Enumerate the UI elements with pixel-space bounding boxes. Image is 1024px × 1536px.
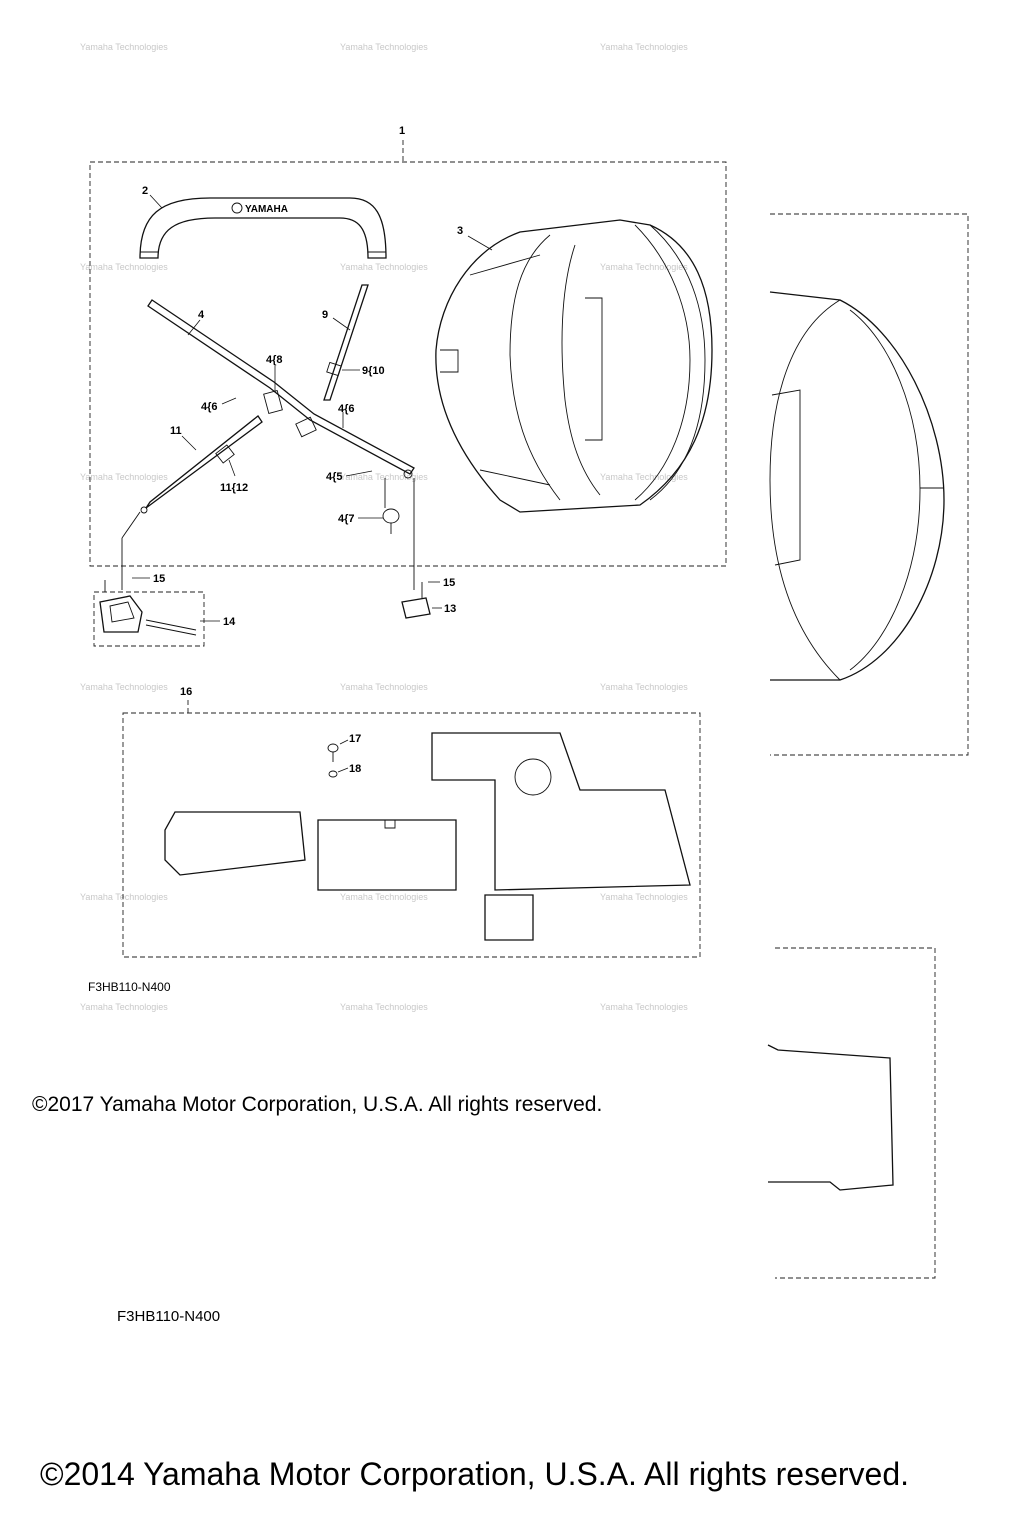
part-17-fastener (327, 743, 339, 762)
leader-line (339, 739, 349, 745)
diagram-code-large: F3HB110-N400 (117, 1308, 221, 1325)
copyright-2017: ©2017 Yamaha Motor Corporation, U.S.A. A… (32, 1093, 603, 1116)
leader-line (332, 317, 351, 331)
callout-17: 17 (349, 733, 361, 745)
group-box-16 (122, 712, 701, 958)
yamaha-logo-text: YAMAHA (245, 204, 288, 215)
callout-4-7: 4{7 (338, 513, 355, 525)
watermark: Yamaha Technologies (340, 472, 428, 482)
callout-9: 9 (322, 309, 328, 321)
leader-line (337, 767, 349, 773)
part-14-mount (99, 595, 197, 636)
watermark: Yamaha Technologies (80, 42, 168, 52)
leader-line (181, 435, 197, 451)
watermark-layer: Yamaha Technologies Yamaha Technologies … (80, 42, 688, 1012)
watermark: Yamaha Technologies (340, 892, 428, 902)
detail-box-shell (770, 213, 969, 756)
callout-13: 13 (444, 603, 456, 615)
watermark: Yamaha Technologies (340, 1002, 428, 1012)
part-3-shell (435, 219, 713, 513)
callout-4-5: 4{5 (326, 471, 343, 483)
watermark: Yamaha Technologies (600, 262, 688, 272)
watermark: Yamaha Technologies (600, 892, 688, 902)
callout-18: 18 (349, 763, 361, 775)
leader-line (345, 470, 373, 477)
part-4-7-pin (382, 478, 400, 534)
callout-11-12: 11{12 (220, 482, 248, 494)
watermark: Yamaha Technologies (80, 682, 168, 692)
callout-9-10: 9{10 (362, 365, 385, 377)
mat-detail-enlarged (767, 1044, 894, 1191)
callout-15-right: 15 (443, 577, 455, 589)
part-9-post (323, 284, 369, 401)
leader-line (187, 319, 201, 336)
part-11-tube (121, 415, 263, 590)
callout-4-8: 4{8 (266, 354, 283, 366)
watermark: Yamaha Technologies (600, 472, 688, 482)
watermark: Yamaha Technologies (600, 682, 688, 692)
callout-4-6-left: 4{6 (201, 401, 218, 413)
detail-box-mat (775, 947, 936, 1279)
watermark: Yamaha Technologies (600, 42, 688, 52)
copyright-2014: ©2014 Yamaha Motor Corporation, U.S.A. A… (40, 1456, 910, 1492)
callout-11: 11 (170, 425, 182, 437)
shell-detail-enlarged (769, 291, 945, 681)
watermark: Yamaha Technologies (340, 42, 428, 52)
diagram-code-small: F3HB110-N400 (88, 980, 171, 994)
callout-4: 4 (198, 309, 205, 321)
callout-2: 2 (142, 185, 148, 197)
callout-16: 16 (180, 686, 192, 698)
callout-15-left: 15 (153, 573, 165, 585)
part-16-deck-mats (164, 732, 691, 941)
watermark: Yamaha Technologies (80, 1002, 168, 1012)
watermark: Yamaha Technologies (340, 262, 428, 272)
group-box-14 (93, 591, 205, 647)
part-2-grab-handle: YAMAHA (139, 197, 387, 259)
part-18-washer (328, 770, 338, 778)
watermark: Yamaha Technologies (80, 892, 168, 902)
leader-line (149, 194, 163, 209)
watermark: Yamaha Technologies (340, 682, 428, 692)
leader-line (221, 397, 237, 405)
callout-3: 3 (457, 225, 463, 237)
callout-14: 14 (223, 616, 236, 628)
watermark: Yamaha Technologies (80, 472, 168, 482)
watermark: Yamaha Technologies (600, 1002, 688, 1012)
callout-1: 1 (399, 125, 405, 137)
watermark: Yamaha Technologies (80, 262, 168, 272)
leader-line (228, 459, 236, 477)
callout-4-6-right: 4{6 (338, 403, 355, 415)
part-4-tube-rail (147, 299, 415, 479)
part-13-bracket (401, 582, 431, 619)
leader-line (467, 235, 493, 251)
